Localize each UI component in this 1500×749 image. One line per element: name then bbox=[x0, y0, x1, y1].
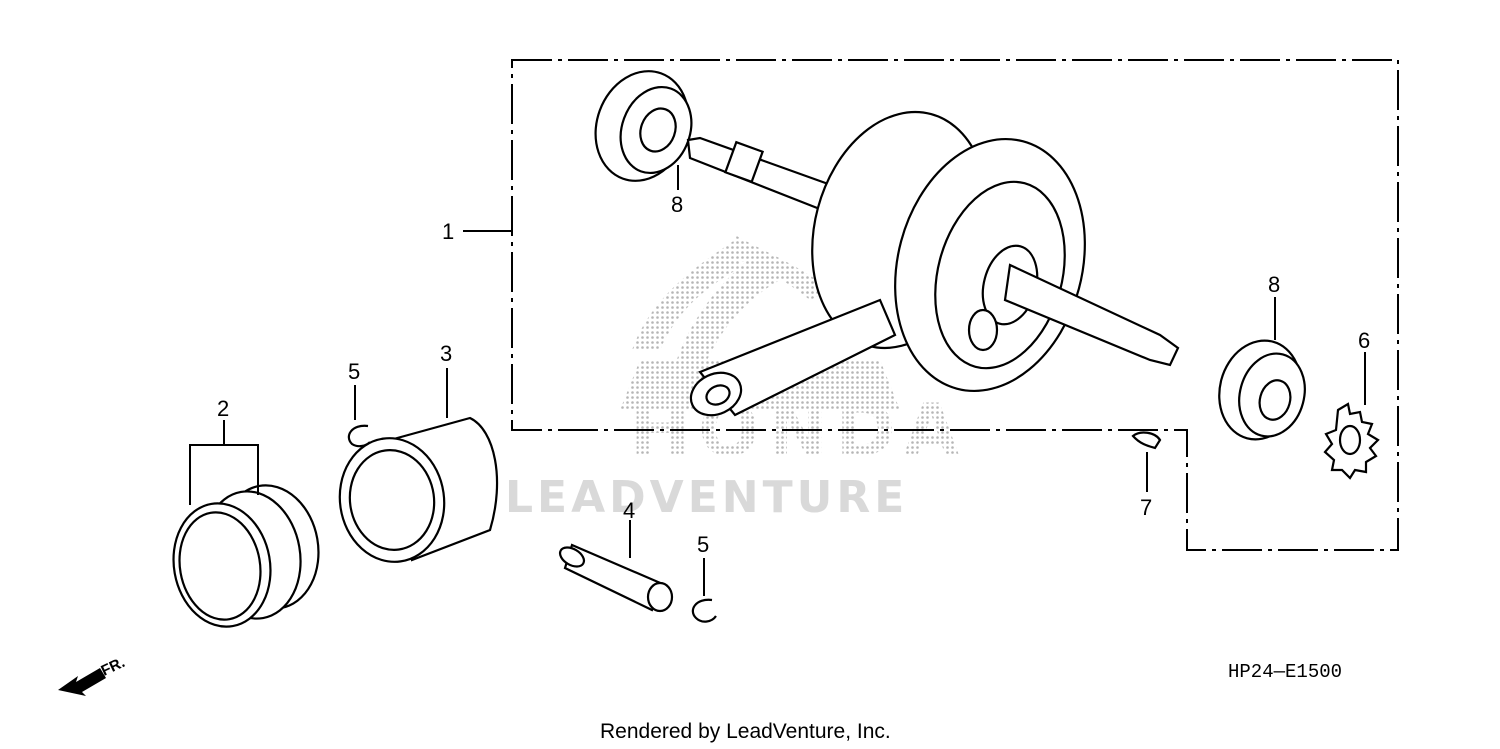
piston-pin bbox=[558, 520, 674, 613]
bearing-right bbox=[1218, 297, 1306, 441]
crankshaft bbox=[686, 110, 1180, 417]
front-direction-label: FR. bbox=[99, 654, 128, 680]
piston bbox=[338, 368, 499, 563]
callout-7: 7 bbox=[1140, 495, 1152, 520]
woodruff-key bbox=[1131, 431, 1162, 492]
callout-6: 6 bbox=[1358, 328, 1370, 353]
piston-pin-clip-left bbox=[347, 385, 371, 448]
callout-8-upper: 8 bbox=[671, 192, 683, 217]
callout-1: 1 bbox=[442, 219, 454, 244]
credit-line: Rendered by LeadVenture, Inc. bbox=[600, 720, 891, 743]
watermark-vendor: LEADVENTURE bbox=[505, 472, 908, 523]
piston-pin-clip-right bbox=[691, 558, 717, 623]
diagram-code: HP24—E1500 bbox=[1228, 661, 1342, 683]
piston-rings bbox=[172, 420, 320, 628]
timing-sprocket bbox=[1323, 352, 1380, 480]
callout-8-right: 8 bbox=[1268, 272, 1280, 297]
bearing-upper bbox=[594, 70, 693, 190]
assembly-frame bbox=[511, 59, 1399, 551]
callout-5-right: 5 bbox=[697, 532, 709, 557]
callout-4: 4 bbox=[623, 498, 635, 523]
callout-3: 3 bbox=[440, 341, 452, 366]
callout-2: 2 bbox=[217, 396, 229, 421]
front-direction-arrow: FR. bbox=[58, 654, 128, 696]
callout-5-left: 5 bbox=[348, 359, 360, 384]
